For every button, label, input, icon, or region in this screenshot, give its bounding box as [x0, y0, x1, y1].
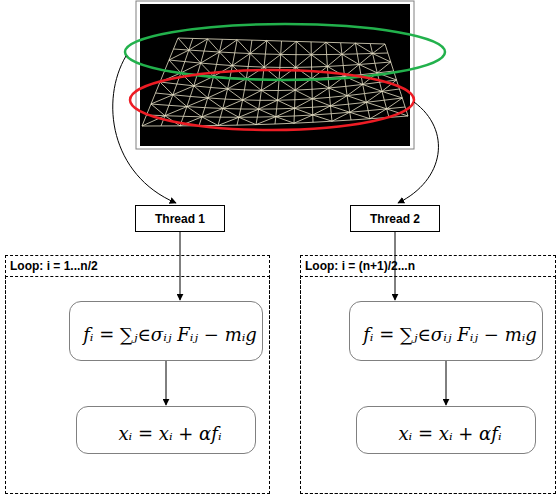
thread-label: Thread 1 — [155, 212, 205, 226]
thread-box: Thread 2 — [350, 205, 440, 232]
formula-box: xᵢ = xᵢ + αfᵢ — [356, 406, 536, 454]
thread-box: Thread 1 — [135, 205, 225, 232]
loop-label: Loop: i = 1...n/2 — [10, 259, 98, 273]
red-ellipse — [130, 70, 414, 130]
leader-line — [398, 102, 438, 203]
formula-box: xᵢ = xᵢ + αfᵢ — [76, 406, 256, 454]
flow-arrow — [166, 361, 167, 405]
flow-arrow — [446, 361, 447, 405]
formula-text: fᵢ = ∑ⱼ∈σᵢⱼ Fᵢⱼ − mᵢg — [363, 324, 537, 345]
formula-text: xᵢ = xᵢ + αfᵢ — [118, 423, 221, 444]
loop-region: Loop: i = (n+1)/2...n fᵢ = ∑ⱼ∈σᵢⱼ Fᵢⱼ − m… — [300, 255, 556, 494]
leader-line — [113, 56, 176, 203]
formula-box: fᵢ = ∑ⱼ∈σᵢⱼ Fᵢⱼ − mᵢg — [69, 301, 263, 361]
green-ellipse — [125, 24, 445, 80]
loop-region: Loop: i = 1...n/2 fᵢ = ∑ⱼ∈σᵢⱼ Fᵢⱼ − mᵢg xᵢ… — [5, 255, 270, 494]
loop-label: Loop: i = (n+1)/2...n — [305, 259, 415, 273]
thread-label: Thread 2 — [370, 212, 420, 226]
formula-box: fᵢ = ∑ⱼ∈σᵢⱼ Fᵢⱼ − mᵢg — [349, 301, 543, 361]
formula-text: fᵢ = ∑ⱼ∈σᵢⱼ Fᵢⱼ − mᵢg — [83, 324, 257, 345]
formula-text: xᵢ = xᵢ + αfᵢ — [398, 423, 501, 444]
cloth-mesh — [142, 38, 408, 126]
flow-arrow — [180, 232, 181, 300]
